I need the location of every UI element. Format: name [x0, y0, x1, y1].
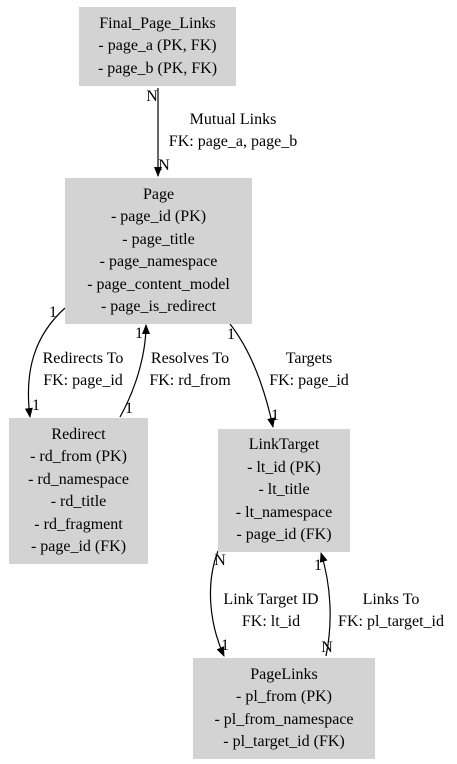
entity-field: - page_id (FK) — [30, 538, 127, 555]
edge-links-to — [319, 552, 331, 657]
edge-resolves-to — [119, 324, 150, 418]
label-resolves-to: Resolves To FK: rd_from — [149, 350, 231, 389]
entity-title: Redirect — [51, 425, 106, 443]
entity-redirect: Redirect - rd_from (PK) - rd_namespace -… — [9, 418, 148, 564]
cardinality-ltid-to: 1 — [221, 637, 229, 654]
entity-field: - lt_namespace — [235, 503, 333, 521]
entity-field: - lt_title — [258, 481, 310, 499]
cardinality-targets-from: 1 — [227, 326, 235, 343]
cardinality-redirects-to: 1 — [32, 397, 40, 414]
entity-field: - page_b (PK, FK) — [97, 59, 218, 77]
edge-targets — [229, 323, 276, 428]
entity-field: - page_content_model — [87, 275, 230, 293]
entity-title: PageLinks — [250, 665, 318, 683]
label-redirects-to: Redirects To FK: page_id — [42, 350, 124, 389]
label-targets: Targets FK: page_id — [269, 350, 349, 389]
entity-link-target: LinkTarget - lt_id (PK) - lt_title - lt_… — [218, 429, 350, 552]
entity-field: - page_title — [122, 230, 195, 248]
entity-field: - rd_namespace — [28, 470, 129, 488]
cardinality-linksto-to: 1 — [314, 557, 322, 574]
entity-field: - rd_from (PK) — [30, 448, 127, 465]
entity-field: - pl_target_id (FK) — [223, 733, 345, 750]
edge-link-target-id — [209, 550, 225, 657]
cardinality-mutual-to: N — [158, 157, 170, 174]
edge-redirects-to — [24, 307, 66, 418]
entity-title: Page — [142, 185, 175, 203]
entity-field: - page_is_redirect — [100, 298, 217, 315]
cardinality-mutual-from: N — [146, 88, 158, 105]
entity-field: - page_id (PK) — [110, 208, 207, 225]
label-links-to: Links To FK: pl_target_id — [338, 591, 444, 630]
cardinality-linksto-from: N — [321, 639, 333, 656]
entity-field: - lt_id (PK) — [247, 458, 321, 476]
label-link-target-id: Link Target ID FK: lt_id — [223, 591, 319, 630]
entity-field: - page_namespace — [99, 253, 218, 270]
entity-field: - pl_from (PK) — [236, 688, 332, 705]
entity-field: - page_a (PK, FK) — [98, 37, 217, 55]
entity-field: - rd_fragment — [34, 515, 123, 533]
cardinality-ltid-from: N — [214, 552, 226, 569]
cardinality-resolves-from: 1 — [125, 400, 133, 417]
cardinality-redirects-from: 1 — [49, 304, 57, 321]
entity-page: Page - page_id (PK) - page_title - page_… — [65, 178, 252, 324]
entity-field: - rd_title — [50, 493, 107, 510]
entity-title: Final_Page_Links — [99, 14, 216, 32]
entity-title: LinkTarget — [248, 436, 320, 454]
cardinality-resolves-to: 1 — [135, 325, 143, 342]
entity-page-links: PageLinks - pl_from (PK) - pl_from_names… — [193, 658, 375, 759]
entity-field: - pl_from_namespace — [214, 710, 354, 728]
cardinality-targets-to: 1 — [271, 407, 279, 424]
entity-field: - page_id (FK) — [236, 526, 332, 544]
label-mutual-links: Mutual Links FK: page_a, page_b — [168, 111, 298, 150]
entity-final-page-links: Final_Page_Links - page_a (PK, FK) - pag… — [79, 7, 236, 86]
